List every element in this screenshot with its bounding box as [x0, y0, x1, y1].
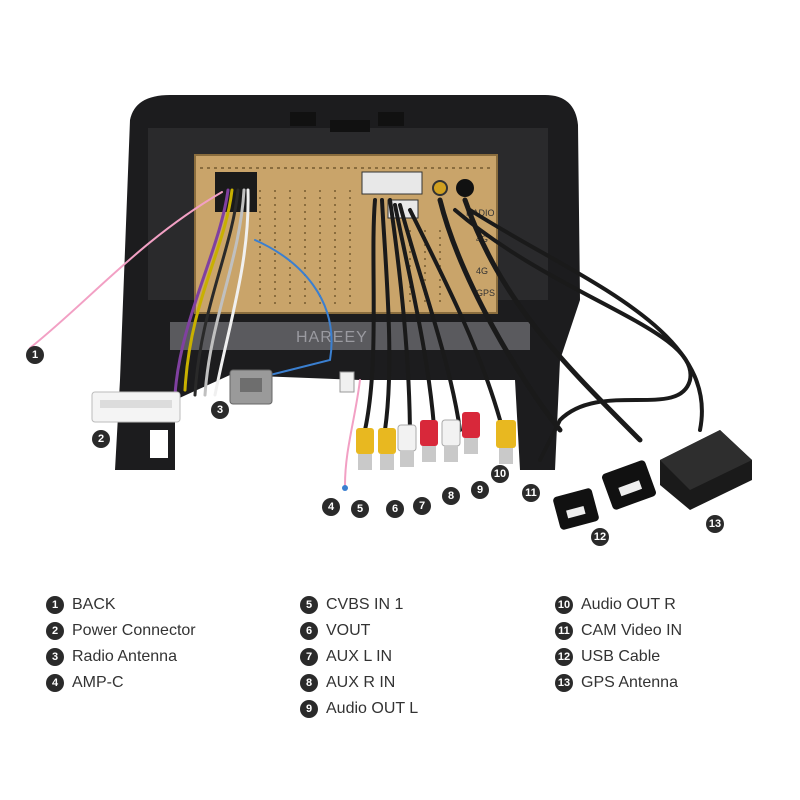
rca-plug-audio-out-l: [441, 419, 461, 462]
product-photo: RADIO 4G 4G GPS HAREEY: [29, 95, 752, 530]
legend-number: 7: [300, 648, 318, 666]
legend-number: 6: [300, 622, 318, 640]
callout-5: 5: [351, 500, 369, 518]
legend-label: Audio OUT R: [581, 596, 676, 613]
callout-8: 8: [442, 487, 460, 505]
legend-label: GPS Antenna: [581, 674, 678, 691]
legend-item: 1 BACK: [46, 592, 196, 618]
legend-item: 9 Audio OUT L: [300, 696, 418, 722]
rca-plug-vout: [378, 428, 396, 470]
callout-4: 4: [322, 498, 340, 516]
legend-item: 7 AUX L IN: [300, 644, 418, 670]
callout-3: 3: [211, 401, 229, 419]
legend-number: 5: [300, 596, 318, 614]
legend-item: 11 CAM Video IN: [555, 618, 682, 644]
legend-item: 6 VOUT: [300, 618, 418, 644]
legend-label: BACK: [72, 596, 116, 613]
callout-2: 2: [92, 430, 110, 448]
legend-column-3: 10 Audio OUT R 11 CAM Video IN 12 USB Cable…: [555, 592, 682, 696]
rca-plug-audio-out-r: [462, 412, 480, 454]
callout-6: 6: [386, 500, 404, 518]
radio-antenna-connector: [229, 369, 273, 405]
legend-item: 12 USB Cable: [555, 644, 682, 670]
callout-7: 7: [413, 497, 431, 515]
legend-number: 2: [46, 622, 64, 640]
fourg-port-label-b: 4G: [476, 266, 488, 276]
rca-plug-aux-l-in: [397, 424, 417, 467]
legend-number: 11: [555, 622, 573, 640]
legend-item: 3 Radio Antenna: [46, 644, 196, 670]
legend-item: 2 Power Connector: [46, 618, 196, 644]
callout-13: 13: [706, 515, 724, 533]
legend-label: Audio OUT L: [326, 700, 419, 717]
wiring-harness: [29, 188, 704, 486]
legend-label: USB Cable: [581, 648, 661, 665]
callout-12: 12: [591, 528, 609, 546]
usb-cable-plugs: [553, 460, 656, 530]
gps-port-label: GPS: [476, 288, 495, 298]
legend-label: Radio Antenna: [72, 648, 177, 665]
legend-label: AMP-C: [72, 674, 124, 691]
rca-plugs: [356, 412, 516, 470]
rca-plug-aux-r-in: [420, 420, 438, 462]
callout-11: 11: [522, 484, 540, 502]
legend-column-2: 5 CVBS IN 1 6 VOUT 7 AUX L IN 8 AUX R IN 9 Au…: [300, 592, 418, 722]
callout-9: 9: [471, 481, 489, 499]
rca-plug-cam-video-in: [496, 420, 516, 464]
callout-10: 10: [491, 465, 509, 483]
power-connector: [91, 391, 181, 423]
legend-item: 10 Audio OUT R: [555, 592, 682, 618]
legend-item: 4 AMP-C: [46, 670, 196, 696]
legend-label: Power Connector: [72, 622, 196, 639]
legend-number: 4: [46, 674, 64, 692]
gps-antenna-puck: [660, 430, 752, 510]
legend-label: CVBS IN 1: [326, 596, 404, 613]
radio-port-label: RADIO: [466, 208, 495, 218]
legend-number: 12: [555, 648, 573, 666]
legend-item: 13 GPS Antenna: [555, 670, 682, 696]
legend-number: 1: [46, 596, 64, 614]
amp-c-tip: [342, 485, 348, 491]
legend-number: 10: [555, 596, 573, 614]
legend-label: AUX R IN: [326, 674, 396, 691]
legend-number: 8: [300, 674, 318, 692]
legend-item: 8 AUX R IN: [300, 670, 418, 696]
legend-label: VOUT: [326, 622, 371, 639]
legend-number: 9: [300, 700, 318, 718]
legend-label: AUX L IN: [326, 648, 393, 665]
legend-number: 3: [46, 648, 64, 666]
callout-1: 1: [26, 346, 44, 364]
rca-plug-cvbs-in1: [356, 428, 374, 470]
amp-c-tag: [339, 371, 355, 393]
legend-item: 5 CVBS IN 1: [300, 592, 418, 618]
legend-number: 13: [555, 674, 573, 692]
legend-label: CAM Video IN: [581, 622, 683, 639]
